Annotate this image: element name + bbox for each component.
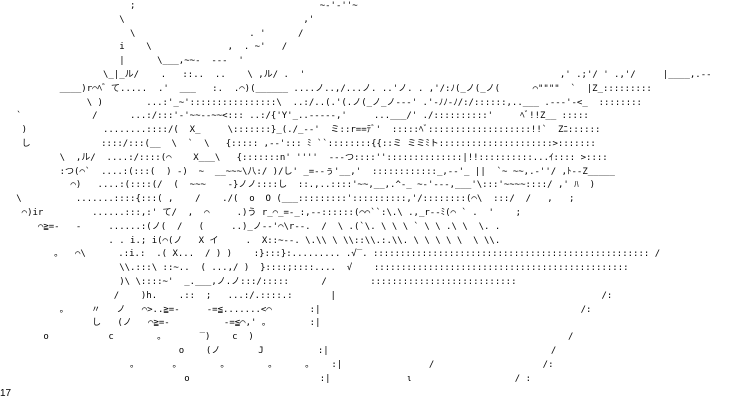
art-line: ｡ ⌒\ .:i.: .( X... / ) ) :}:::}:........… [0,249,661,260]
art-line: )\ \::::~' _.___,ノ.ノ:::/::::: / ::::::::… [0,276,517,287]
art-line: \\.:::\ ::~.. ( ...,/ ) }::::;::::.... √… [0,263,629,274]
art-line: \ .......::::{:::( , / ./( o O (___:::::… [0,194,575,205]
ascii-art: ; ~-'-''~ \ ,' \ . ' / i \ , [0,1,712,384]
art-line: し (ノ ⌒≧=- -=≦⌒,' ｡ :| [0,318,321,329]
art-line: \ ,' [0,14,315,25]
art-line: ) ........::::/( X_ \:::::::}_(./_--' ミ:… [0,125,601,136]
art-line: \ ) ...:'_~'::::::::::::::::\ ..:/..(.'(… [0,97,642,108]
art-line: ｡ ｡ ｡ ｡ ｡ :| / /: [0,359,554,370]
art-line: o :| ι / : [0,373,532,384]
art-line: \_|_ル/ . ::.. .. \ ,ル/ . ' ,' .;'/ ' .,'… [0,69,712,80]
art-line: ⌒≧=- - ......:(ノ( / ( ..)_ノ--'⌒\r--. / \… [0,221,501,232]
art-line: ⌒)ir ......:::,:' て/ , ⌒ .)う r_⌒_=-_:,--… [0,207,521,218]
art-line: / )h. .:: ; ...:/.::::.: | /: [0,290,613,301]
art-line: o c ｡ ‾) c ) / [0,332,574,343]
art-line: ` / ...:/:::'-'~~--~~<::: ..:/{'Y'_..---… [0,111,589,122]
art-line: ｡ 〃 ノ ⌒>..≧=- -=≦.......<⌒ :| /: [0,304,592,315]
art-line: | \___,~~- --- ' [0,56,244,67]
art-line: ⌒) ....:(::::(/ ( ~~~ -}ノノ::::し ::.,..::… [0,180,596,191]
art-line: i \ , . ~' / [0,42,288,53]
art-line: し ::::/:::(__ \ ` \ {::::: ,--'::: ﾐ ``:… [0,138,596,149]
page-number: 17 [0,388,12,399]
art-line: ____)r⌒ﾍ゛て..... .' ___ :. .⌒)(______ ...… [0,83,652,94]
art-line: . . i.; i(⌒(ノ X イ . X::~--. \.\\ \ \\::\… [0,235,501,246]
art-line: \ ,ル/ ....:/::::(⌒ X___\ {:::::::n' ''''… [0,152,608,163]
art-line: ; ~-'-''~ [0,1,358,11]
art-line: \ . ' / [0,28,304,39]
art-line: :つ(⌒` ....:(:::( ) -) ~ __~~~\八:/ )/し' _… [0,166,615,177]
art-line: o (ノ J :| / [0,345,557,356]
